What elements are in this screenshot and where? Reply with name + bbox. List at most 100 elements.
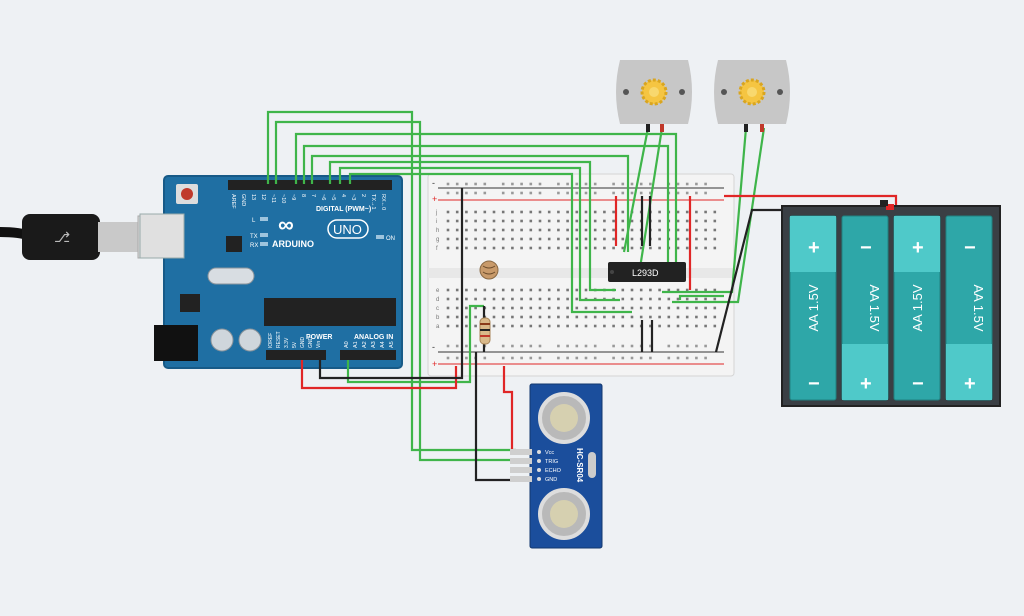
row-letter: i	[436, 219, 437, 225]
usb-icon: ⎇	[54, 229, 70, 245]
analog-pin-label: A0	[344, 341, 350, 348]
analog-header	[340, 350, 396, 360]
sensor-model-label: HC-SR04	[575, 448, 584, 483]
digital-pin-label: 8	[300, 194, 306, 197]
sensor-pin[interactable]	[510, 458, 532, 464]
battery-polarity-sign: −	[912, 373, 924, 395]
digital-pin-label: ~6	[320, 194, 326, 200]
battery-cell: −+AA 1.5V	[841, 215, 889, 401]
analog-pin-label: A4	[380, 341, 386, 348]
row-letter: h	[436, 228, 439, 234]
l-led-label: L	[252, 218, 256, 224]
wire-gnd	[318, 188, 464, 380]
battery-cell: +−AA 1.5V	[893, 215, 941, 401]
battery-polarity-sign: +	[808, 237, 820, 259]
sensor-pin[interactable]	[510, 476, 532, 482]
crystal	[207, 267, 255, 285]
motor-driver-chip[interactable]: L293D	[608, 262, 686, 282]
power-pin-label: 3.3V	[284, 337, 290, 348]
wire-pin6	[338, 166, 620, 302]
digital-pin-label: 7	[310, 194, 316, 197]
row-letter: a	[436, 324, 440, 330]
analog-pin-label: A1	[353, 341, 359, 348]
rail-plus-label: +	[432, 194, 437, 204]
wire-echo	[274, 120, 516, 462]
battery-cell-label: AA 1.5V	[806, 284, 821, 331]
row-letter: f	[436, 246, 438, 252]
photoresistor[interactable]	[479, 260, 499, 280]
dc-motor-2[interactable]	[714, 60, 790, 132]
sensor-pin-label: ECHO	[545, 468, 562, 474]
dc-motor-1[interactable]	[616, 60, 692, 132]
sensor-pin[interactable]	[510, 449, 532, 455]
digital-pin-label: ~5	[330, 194, 336, 200]
usb-cable: ⎇	[0, 214, 169, 260]
power-pin-label: 5V	[292, 341, 298, 348]
digital-pin-label: RX←0	[380, 194, 386, 210]
wire-motor2-b	[672, 127, 766, 304]
battery-polarity-sign: −	[860, 237, 872, 259]
arduino-logo-text: ARDUINO	[272, 239, 314, 249]
battery-cell-label: AA 1.5V	[971, 285, 986, 332]
power-pin-label: Vin	[316, 341, 322, 348]
on-led-label: ON	[386, 236, 395, 242]
row-letter: d	[436, 297, 439, 303]
battery-polarity-sign: +	[912, 237, 924, 259]
uno-badge	[327, 219, 369, 239]
sensor-pin-label: TRIG	[545, 459, 558, 465]
sensor-pin-label: GND	[545, 477, 557, 483]
sensor-pin[interactable]	[510, 467, 532, 473]
wire-pin5	[348, 172, 632, 314]
digital-pin-label: ~11	[270, 194, 276, 203]
capacitor	[210, 328, 234, 352]
rx-led-label: RX	[250, 243, 258, 249]
tx-led-label: TX	[250, 234, 258, 240]
signal-wires	[266, 110, 766, 462]
usb-port	[139, 213, 185, 259]
analog-pin-label: A5	[389, 341, 395, 348]
row-letter: e	[436, 288, 440, 294]
digital-pin-label: ~9	[290, 194, 296, 200]
capacitor	[238, 328, 262, 352]
digital-pin-label: 2	[360, 194, 366, 197]
digital-pin-label: 4	[340, 194, 346, 197]
rail-plus-label: +	[432, 359, 437, 369]
wire-a0-ldr	[346, 304, 484, 384]
digital-pin-label: ~10	[280, 194, 286, 203]
battery-pack[interactable]: +−AA 1.5V−+AA 1.5V+−AA 1.5V−+AA 1.5V	[781, 200, 1001, 407]
arduino-uno-board[interactable]: ∞ ARDUINO UNO DIGITAL (PWM~) POWER ANALO…	[139, 175, 403, 369]
analog-pin-label: A3	[371, 341, 377, 348]
battery-polarity-sign: +	[964, 373, 976, 395]
battery-cell: − + AA 1.5V	[945, 215, 993, 401]
digital-pin-label: ~3	[350, 194, 356, 200]
wire-pin9	[302, 144, 670, 282]
wire-pin7	[328, 160, 616, 292]
arduino-infinity-icon: ∞	[278, 212, 294, 237]
wire-sensor-vcc	[502, 366, 514, 452]
battery-polarity-sign: −	[964, 237, 976, 259]
digital-pin-label: 12	[260, 194, 266, 200]
digital-section-label: DIGITAL (PWM~)	[316, 206, 371, 213]
analog-section-label: ANALOG IN	[354, 334, 393, 341]
resistor[interactable]	[479, 317, 491, 345]
wire-pin8	[310, 154, 630, 252]
row-letter: g	[436, 237, 439, 243]
wire-sensor-gnd	[474, 352, 516, 482]
breadboard-holes	[446, 182, 717, 360]
row-letter: j	[435, 210, 437, 216]
wire-driver-out	[678, 294, 724, 300]
rail-minus-label: -	[432, 178, 435, 188]
crystal	[588, 452, 596, 478]
digital-pin-label: TX→1	[370, 194, 376, 210]
row-letter: c	[436, 306, 439, 312]
battery-cell: +−AA 1.5V	[789, 215, 837, 401]
power-jack	[154, 325, 198, 361]
digital-pin-label: AREF	[230, 194, 236, 209]
analog-pin-label: A2	[362, 341, 368, 348]
